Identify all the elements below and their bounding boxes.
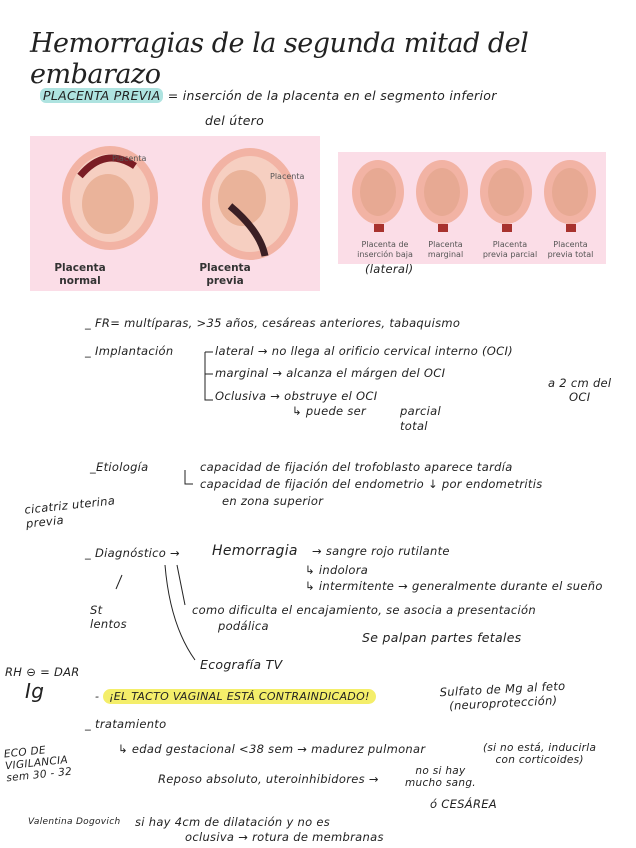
diag-4: como dificulta el encajamiento, se asoci… — [192, 603, 536, 617]
diag-2: ↳ indolora — [305, 563, 369, 577]
caption-normal: Placenta normal — [54, 262, 106, 287]
definition-text-2: del útero — [205, 113, 265, 128]
diagnostico-head: _ Diagnóstico → — [85, 546, 180, 560]
fr-line: _ FR= multíparas, >35 años, cesáreas ant… — [85, 316, 461, 330]
caption-previa-total: Placenta previa total — [547, 240, 594, 259]
trat-2: Reposo absoluto, uteroinhibidores → — [158, 772, 379, 786]
definition-text: = inserción de la placenta en el segment… — [167, 88, 497, 103]
page-title: Hemorragias de la segunda mitad del emba… — [30, 28, 529, 90]
diag-1: → sangre rojo rutilante — [312, 544, 450, 558]
author-signature: Valentina Dogovich — [28, 817, 121, 827]
term-highlight: PLACENTA PREVIA — [40, 88, 164, 103]
definition: PLACENTA PREVIA = inserción de la placen… — [40, 88, 497, 103]
uterus-types-illustration — [352, 160, 596, 232]
hemorragia: Hemorragia — [212, 543, 298, 559]
warning-highlight: ¡EL TACTO VAGINAL ESTÁ CONTRAINDICADO! — [103, 689, 376, 704]
implantacion-marginal: marginal → alcanza el márgen del OCI — [215, 366, 446, 380]
label-placenta: Placenta — [112, 154, 147, 163]
label-placenta: Placenta — [270, 172, 305, 181]
etiologia-head: _Etiología — [90, 460, 149, 474]
etiologia-3: en zona superior — [222, 494, 324, 508]
caption-insercion-baja: Placenta de inserción baja — [357, 240, 413, 259]
cesarea: ó CESÁREA — [430, 797, 497, 811]
ecografia: Ecografía TV — [200, 657, 283, 672]
parcial: parcial — [400, 404, 441, 418]
diag-5: podálica — [218, 619, 269, 633]
trat-4: si hay 4cm de dilatación y no es — [135, 815, 331, 829]
etiologia-2: capacidad de fijación del endometrio ↓ p… — [200, 477, 543, 491]
implantacion-oclusiva: Oclusiva → obstruye el OCI — [215, 389, 378, 403]
tratamiento-head: _ tratamiento — [85, 717, 167, 731]
caption-previa: Placenta previa — [199, 262, 251, 287]
puede-ser: ↳ puede ser — [292, 404, 367, 418]
trat-1: ↳ edad gestacional <38 sem → madurez pul… — [118, 742, 426, 756]
etiologia-1: capacidad de fijación del trofoblasto ap… — [200, 460, 513, 474]
implantacion-lateral: lateral → no llega al orificio cervical … — [215, 344, 513, 358]
figure-placenta-normal-previa: Placenta Placenta Placenta normal Placen… — [30, 136, 320, 291]
uterus-illustration — [62, 146, 298, 260]
implantacion-head: _ Implantación — [85, 344, 174, 358]
caption-previa-parcial: Placenta previa parcial — [482, 240, 538, 259]
total: total — [400, 419, 428, 433]
warning: - ¡EL TACTO VAGINAL ESTÁ CONTRAINDICADO! — [95, 689, 376, 704]
caption-marginal: Placenta marginal — [427, 240, 464, 259]
diag-3: ↳ intermitente → generalmente durante el… — [305, 579, 603, 593]
trat-5: oclusiva → rotura de membranas — [185, 830, 384, 844]
diag-6: Se palpan partes fetales — [362, 630, 522, 645]
figure-placenta-types — [338, 152, 606, 264]
note-lateral: (lateral) — [365, 262, 414, 276]
